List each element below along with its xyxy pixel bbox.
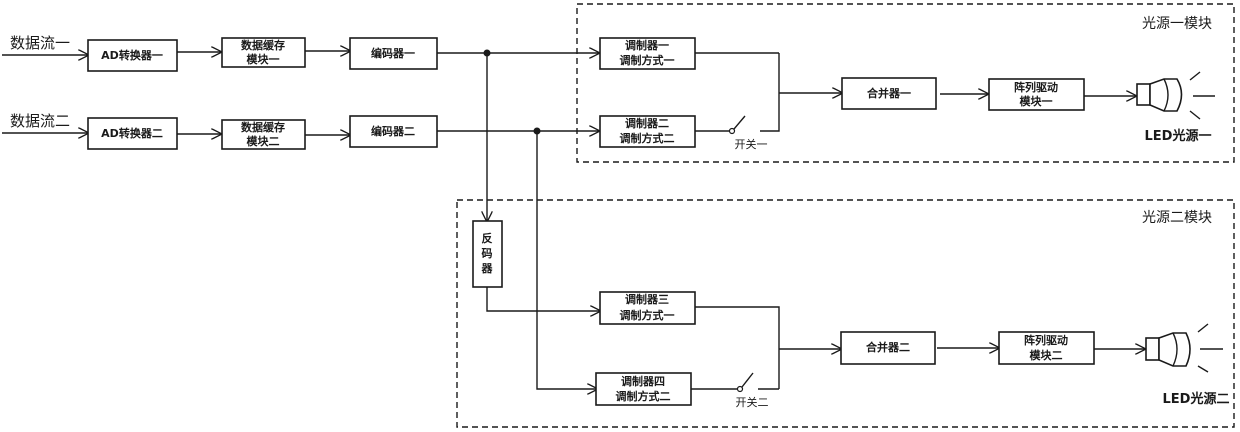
svg-text:码: 码	[482, 247, 493, 260]
svg-text:合并器一: 合并器一	[867, 86, 911, 100]
light-source-1-module-title: 光源一模块	[1142, 16, 1212, 32]
encoder-2: 编码器二	[349, 115, 438, 148]
light-source-1-module-boundary	[576, 3, 1235, 163]
led-light-source-2-icon	[1145, 323, 1223, 373]
svg-text:调制器一: 调制器一	[625, 38, 669, 52]
data-buffer-module-2: 数据缓存 模块二	[221, 119, 306, 150]
svg-text:AD转换器二: AD转换器二	[101, 126, 163, 140]
svg-text:AD转换器一: AD转换器一	[101, 48, 163, 62]
wire-switch1-out	[760, 53, 780, 132]
modulator-3: 调制器三 调制方式一	[599, 291, 696, 325]
wire-encoder2-to-mod4	[536, 131, 597, 389]
modulator-2: 调制器二 调制方式二	[599, 115, 696, 148]
svg-text:调制方式一: 调制方式一	[620, 53, 675, 67]
switch-1[interactable]	[728, 115, 746, 135]
array-driver-module-2: 阵列驱动 模块二	[998, 331, 1095, 365]
switch-1-label: 开关一	[735, 137, 768, 151]
switch-2[interactable]	[736, 372, 754, 393]
array-driver-module-1: 阵列驱动 模块一	[988, 78, 1085, 111]
svg-text:模块二: 模块二	[247, 134, 280, 148]
svg-text:编码器一: 编码器一	[371, 46, 415, 60]
svg-text:模块一: 模块一	[1020, 94, 1053, 108]
svg-text:合并器二: 合并器二	[866, 340, 910, 354]
modulator-1: 调制器一 调制方式一	[599, 37, 696, 70]
led-light-source-1-label: LED光源一	[1145, 128, 1212, 144]
encoder-1: 编码器一	[349, 37, 438, 70]
wire-mod3-out	[695, 306, 780, 389]
light-source-2-module-title: 光源二模块	[1142, 210, 1212, 226]
svg-text:调制方式二: 调制方式二	[620, 131, 675, 145]
wire-inverter-to-mod3	[486, 287, 600, 311]
switch-2-label: 开关二	[736, 395, 769, 409]
svg-text:模块一: 模块一	[247, 52, 280, 66]
svg-text:模块二: 模块二	[1030, 348, 1063, 362]
ad-converter-1: AD转换器一	[87, 39, 178, 72]
svg-text:数据缓存: 数据缓存	[241, 120, 285, 134]
svg-text:调制方式二: 调制方式二	[616, 389, 671, 403]
data-buffer-module-1: 数据缓存 模块一	[221, 37, 306, 68]
svg-text:调制器二: 调制器二	[625, 116, 669, 130]
data-stream-2-label: 数据流二	[10, 112, 70, 130]
led-light-source-1-icon	[1136, 71, 1215, 120]
svg-text:器: 器	[481, 262, 494, 275]
svg-text:调制方式一: 调制方式一	[620, 308, 675, 322]
led-light-source-2-label: LED光源二	[1163, 391, 1230, 407]
data-stream-1-label: 数据流一	[10, 34, 70, 52]
svg-text:调制器四: 调制器四	[621, 374, 665, 388]
svg-text:阵列驱动: 阵列驱动	[1014, 80, 1058, 94]
combiner-1: 合并器一	[841, 77, 937, 110]
svg-text:数据缓存: 数据缓存	[241, 38, 285, 52]
ad-converter-2: AD转换器二	[87, 117, 178, 150]
svg-text:反: 反	[482, 231, 493, 245]
svg-text:编码器二: 编码器二	[371, 124, 415, 138]
svg-text:调制器三: 调制器三	[625, 292, 669, 306]
combiner-2: 合并器二	[840, 331, 936, 365]
inverter: 反 码 器	[472, 220, 503, 288]
modulator-4: 调制器四 调制方式二	[595, 372, 692, 406]
light-source-2-module-boundary	[456, 199, 1235, 428]
svg-text:阵列驱动: 阵列驱动	[1024, 333, 1068, 347]
